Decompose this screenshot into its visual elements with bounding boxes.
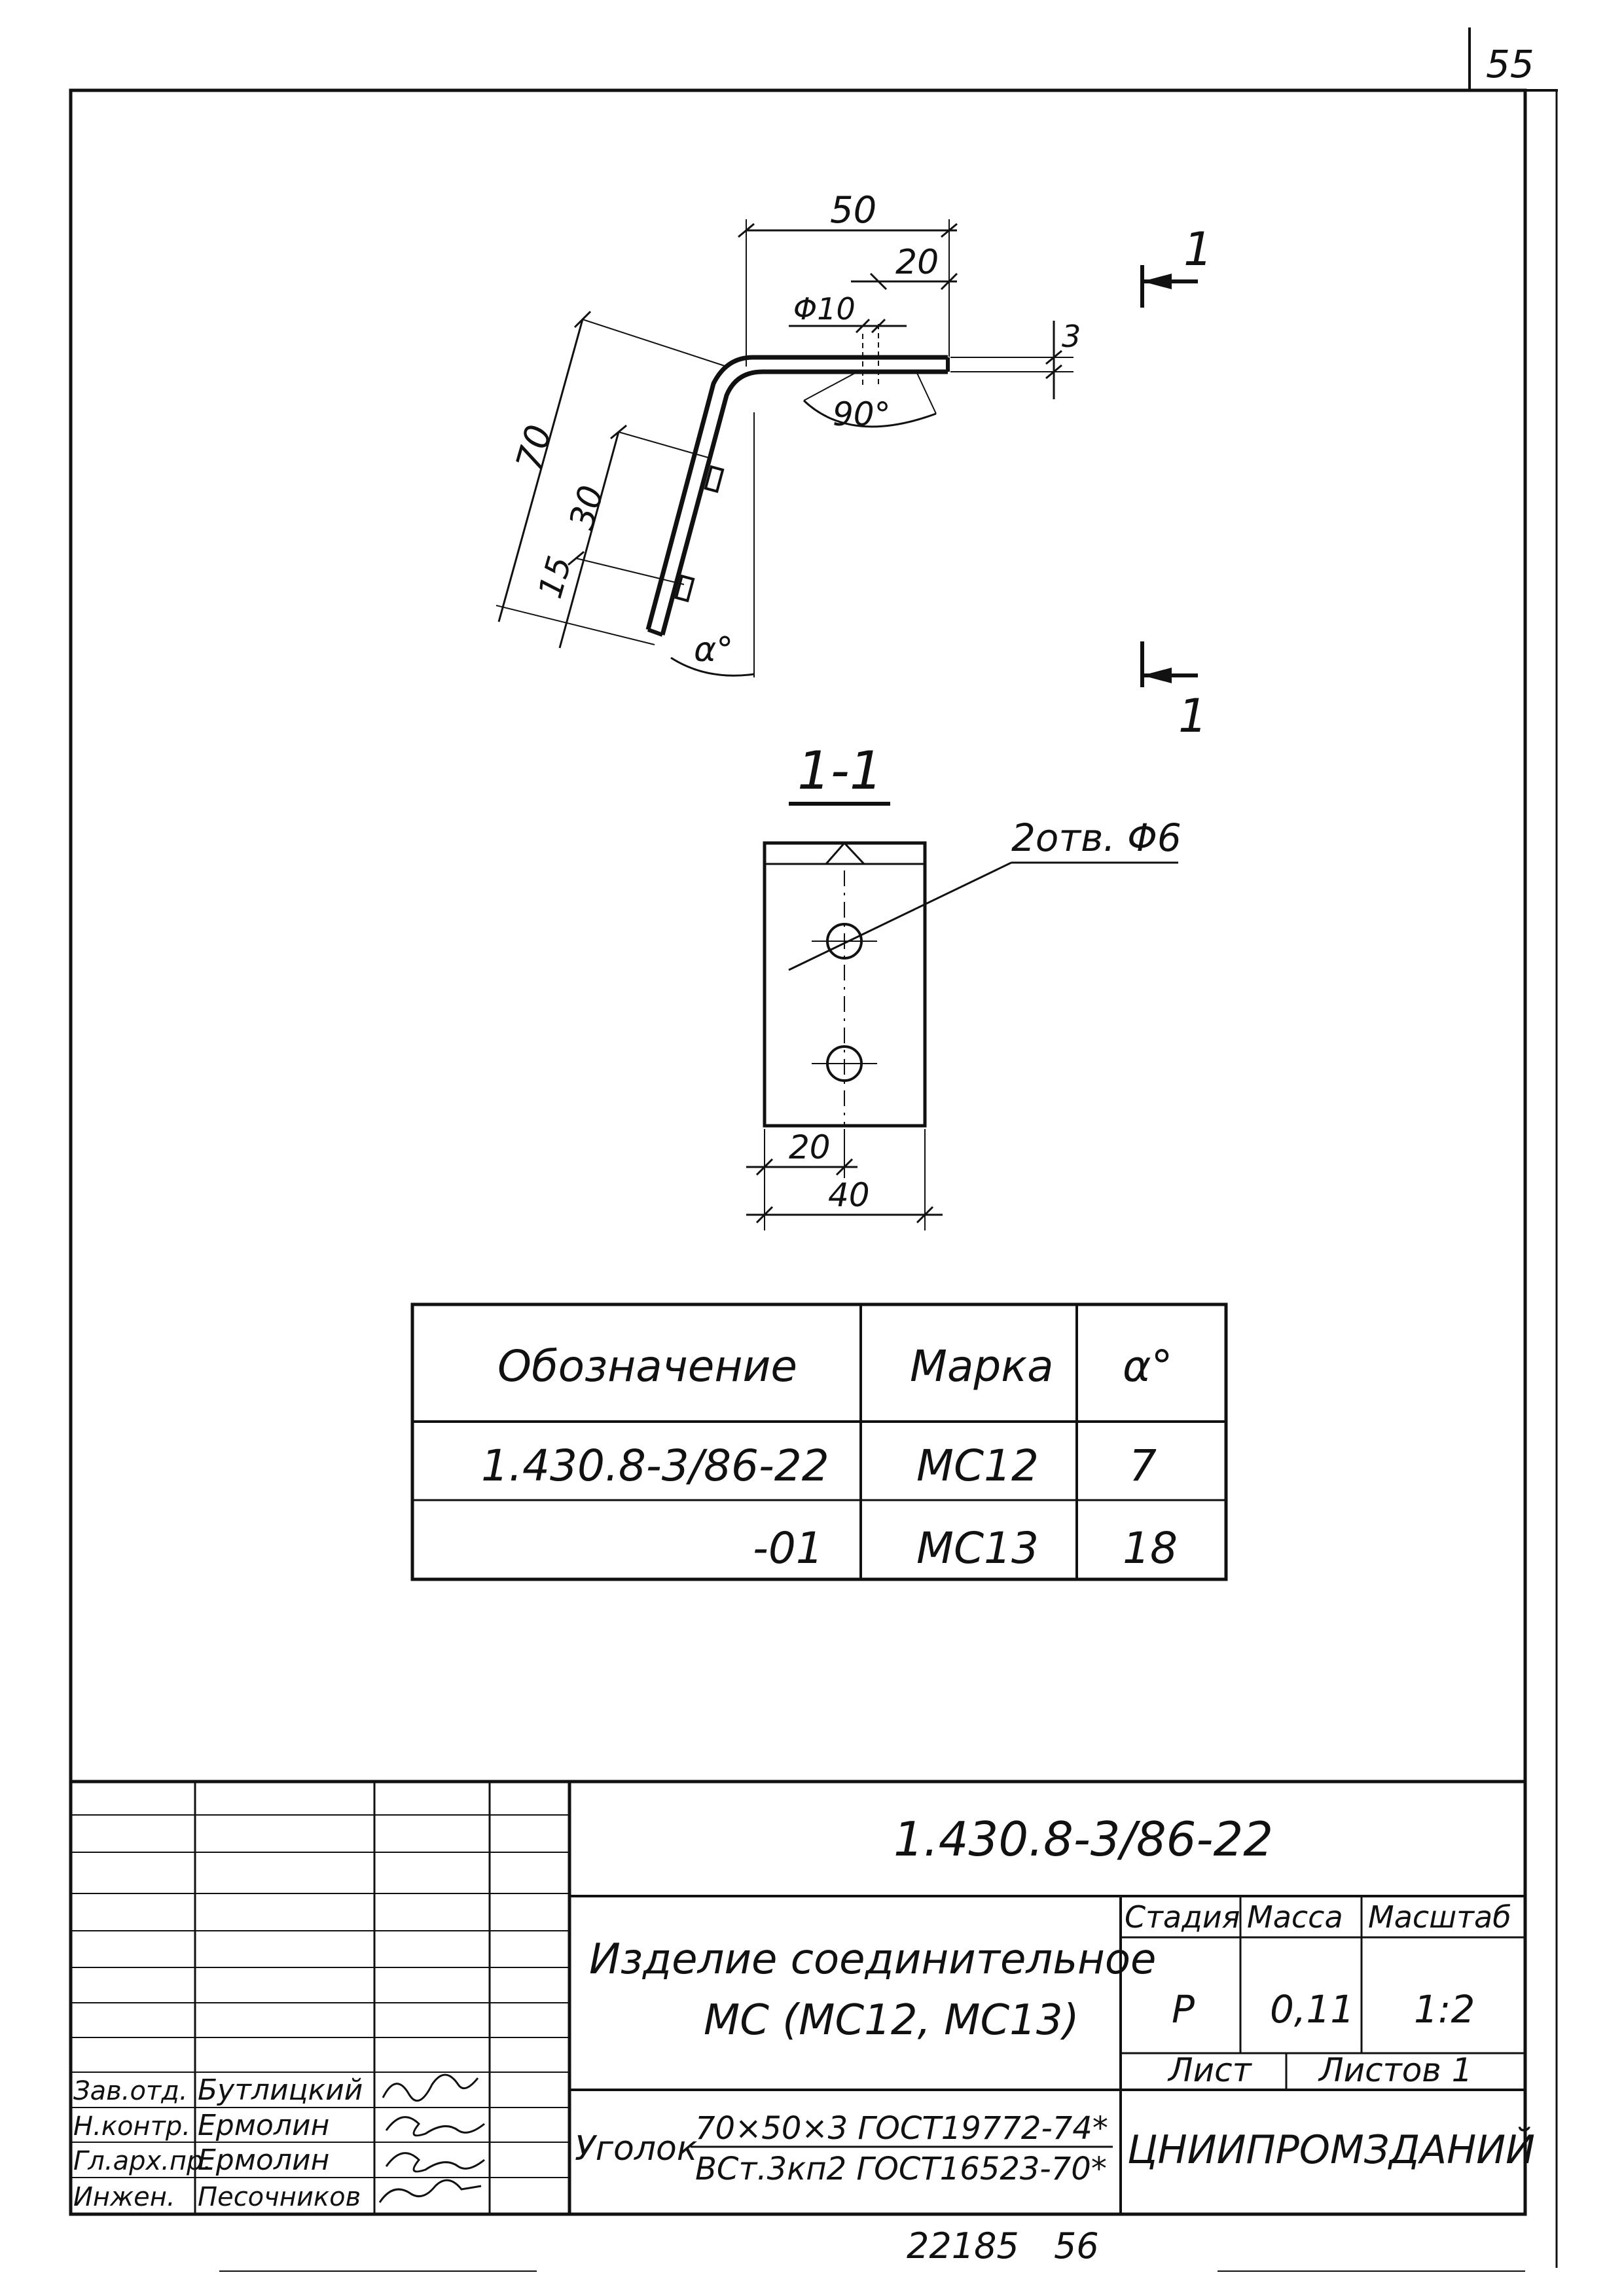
dim-alpha: α°	[670, 412, 755, 677]
stage-value: Р	[1172, 1987, 1195, 2032]
svg-text:1: 1	[1178, 689, 1208, 743]
col-mass: Масса	[1247, 1899, 1343, 1935]
svg-text:90°: 90°	[833, 395, 891, 433]
material-line-2: ВСт.3кп2 ГОСТ16523-70*	[695, 2151, 1107, 2187]
svg-text:40: 40	[828, 1176, 870, 1214]
table-row-designation: 1.430.8-3/86-22	[481, 1441, 829, 1491]
signer-rows: Зав.отд. Бутлицкий Н.контр. Ермолин Гл.а…	[73, 2073, 363, 2212]
signer-role: Инжен.	[73, 2182, 175, 2212]
material-label: Уголок	[575, 2129, 698, 2168]
dim-leg-lengths: 70 30 15	[496, 310, 727, 649]
signatures	[378, 2073, 485, 2203]
mass-value: 0,11	[1270, 1987, 1354, 2032]
table-header-mark: Марка	[910, 1341, 1054, 1391]
angle-part-view	[645, 324, 950, 637]
svg-text:20: 20	[789, 1128, 831, 1166]
archive-number: 22185	[907, 2225, 1019, 2267]
dim-hole-phi10: Φ10	[789, 291, 907, 334]
signer-name: Ермолин	[198, 2144, 329, 2177]
table-row-alpha: 7	[1129, 1441, 1157, 1491]
table-row-mark: МС13	[916, 1523, 1039, 1573]
dim-angle-90: 90°	[803, 371, 937, 433]
title-line-1: Изделие соединительное	[589, 1935, 1156, 1984]
table-header-designation: Обозначение	[497, 1341, 797, 1391]
title-line-2: МС (МС12, МС13)	[704, 1996, 1079, 2045]
material-line-1: 70×50×3 ГОСТ19772-74*	[695, 2110, 1108, 2147]
signer-name: Песочников	[198, 2182, 361, 2212]
signer-name: Ермолин	[198, 2109, 329, 2142]
dim-offset-20: 20	[851, 243, 958, 291]
sheets-label: Листов 1	[1318, 2051, 1472, 2089]
dim-thickness-3: 3	[950, 319, 1081, 399]
svg-text:α°: α°	[694, 630, 733, 670]
organization: ЦНИИПРОМЗДАНИЙ	[1127, 2126, 1535, 2173]
svg-text:50: 50	[830, 189, 876, 232]
dim-width-50: 50	[738, 189, 958, 367]
doc-code: 1.430.8-3/86-22	[893, 1812, 1273, 1867]
signer-role: Н.контр.	[73, 2111, 190, 2142]
sheet-label: Лист	[1167, 2051, 1253, 2089]
table-row-mark: МС12	[916, 1441, 1039, 1491]
table-row-alpha: 18	[1123, 1523, 1178, 1573]
scale-value: 1:2	[1414, 1987, 1475, 2032]
title-block	[71, 1780, 1525, 2214]
section-dims: 20 40	[746, 1128, 943, 1230]
section-title: 1-1	[797, 740, 883, 801]
section-marker-bottom: 1	[1140, 641, 1208, 743]
svg-text:Φ10: Φ10	[793, 291, 856, 327]
svg-text:30: 30	[562, 481, 612, 533]
col-scale: Масштаб	[1368, 1899, 1511, 1935]
signer-role: Гл.арх.пр.	[73, 2146, 211, 2176]
variants-table: Обозначение Марка α° 1.430.8-3/86-22 МС1…	[410, 1302, 1228, 1581]
svg-text:15: 15	[531, 552, 579, 602]
table-header-alpha: α°	[1123, 1341, 1173, 1391]
svg-text:20: 20	[895, 243, 939, 282]
bottom-page-number: 56	[1054, 2225, 1099, 2267]
svg-text:3: 3	[1062, 319, 1081, 354]
section-marker-top: 1	[1140, 223, 1213, 308]
holes-note: 2отв. Φ6	[1011, 816, 1182, 860]
svg-text:1: 1	[1183, 223, 1213, 276]
section-plate: 2отв. Φ6	[763, 816, 1182, 1128]
col-stage: Стадия	[1125, 1899, 1240, 1935]
signer-name: Бутлицкий	[198, 2073, 363, 2107]
signer-role: Зав.отд.	[73, 2076, 188, 2106]
page-number: 55	[1486, 42, 1534, 86]
table-row-designation: -01	[753, 1523, 823, 1573]
